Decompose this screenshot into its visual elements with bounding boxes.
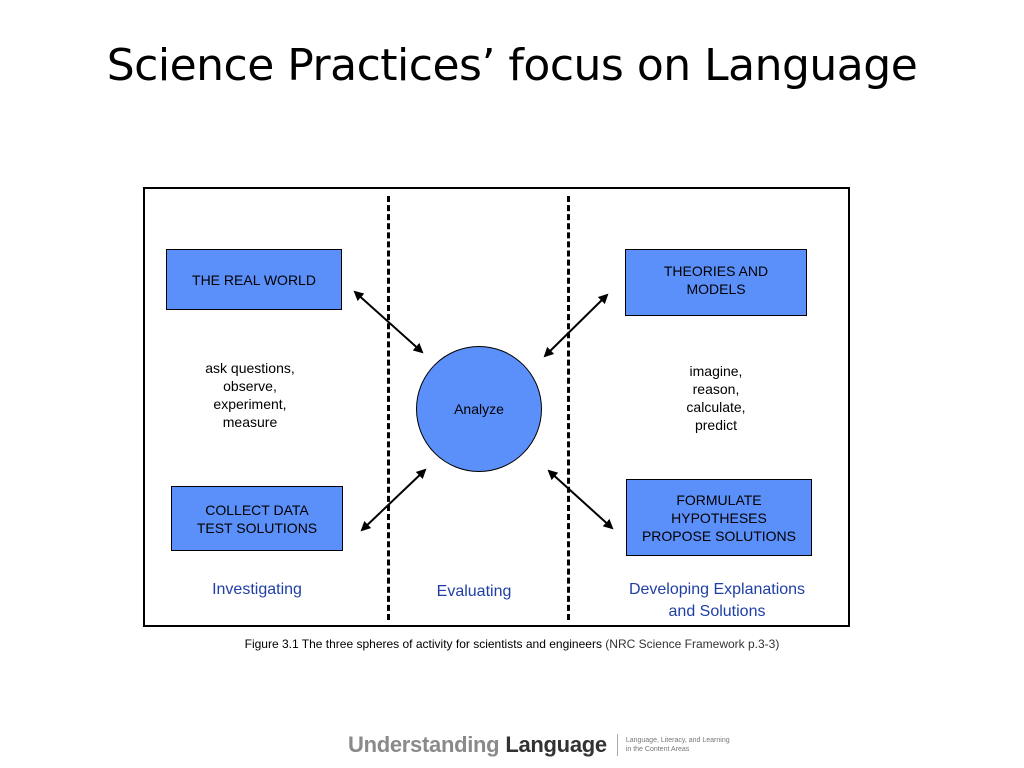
sphere-developing: Developing Explanations and Solutions xyxy=(628,581,806,620)
activities-left: ask questions, observe, experiment, meas… xyxy=(205,360,295,430)
figure-caption: Figure 3.1 The three spheres of activity… xyxy=(0,637,1024,651)
footer-logo: Understanding Language Language, Literac… xyxy=(348,730,730,760)
brand-language: Language xyxy=(505,732,607,757)
box-real-world: THE REAL WORLD xyxy=(166,249,342,310)
brand-understanding: Understanding xyxy=(348,732,500,757)
arrow-real-world xyxy=(353,290,424,354)
caption-reference: (NRC Science Framework p.3-3) xyxy=(605,637,780,651)
caption-text: Figure 3.1 The three spheres of activity… xyxy=(244,637,602,651)
box-formulate-hypotheses: FORMULATE HYPOTHESES PROPOSE SOLUTIONS xyxy=(626,479,812,556)
box-collect-data: COLLECT DATA TEST SOLUTIONS xyxy=(171,486,343,551)
footer-tagline: Language, Literacy, and Learning in the … xyxy=(625,737,730,753)
footer-separator xyxy=(616,734,618,756)
analyze-circle: Analyze xyxy=(416,346,542,472)
arrow-collect-data xyxy=(360,468,427,532)
divider-left xyxy=(387,196,390,620)
arrow-theories xyxy=(543,293,609,358)
arrow-formulate xyxy=(547,469,614,530)
sphere-evaluating: Evaluating xyxy=(436,583,512,600)
slide-title: Science Practices’ focus on Language xyxy=(106,40,918,91)
sphere-investigating: Investigating xyxy=(212,581,302,598)
activities-right: imagine, reason, calculate, predict xyxy=(686,363,746,433)
box-theories-models: THEORIES AND MODELS xyxy=(625,249,807,316)
divider-right xyxy=(567,196,570,620)
analyze-label: Analyze xyxy=(454,401,504,417)
